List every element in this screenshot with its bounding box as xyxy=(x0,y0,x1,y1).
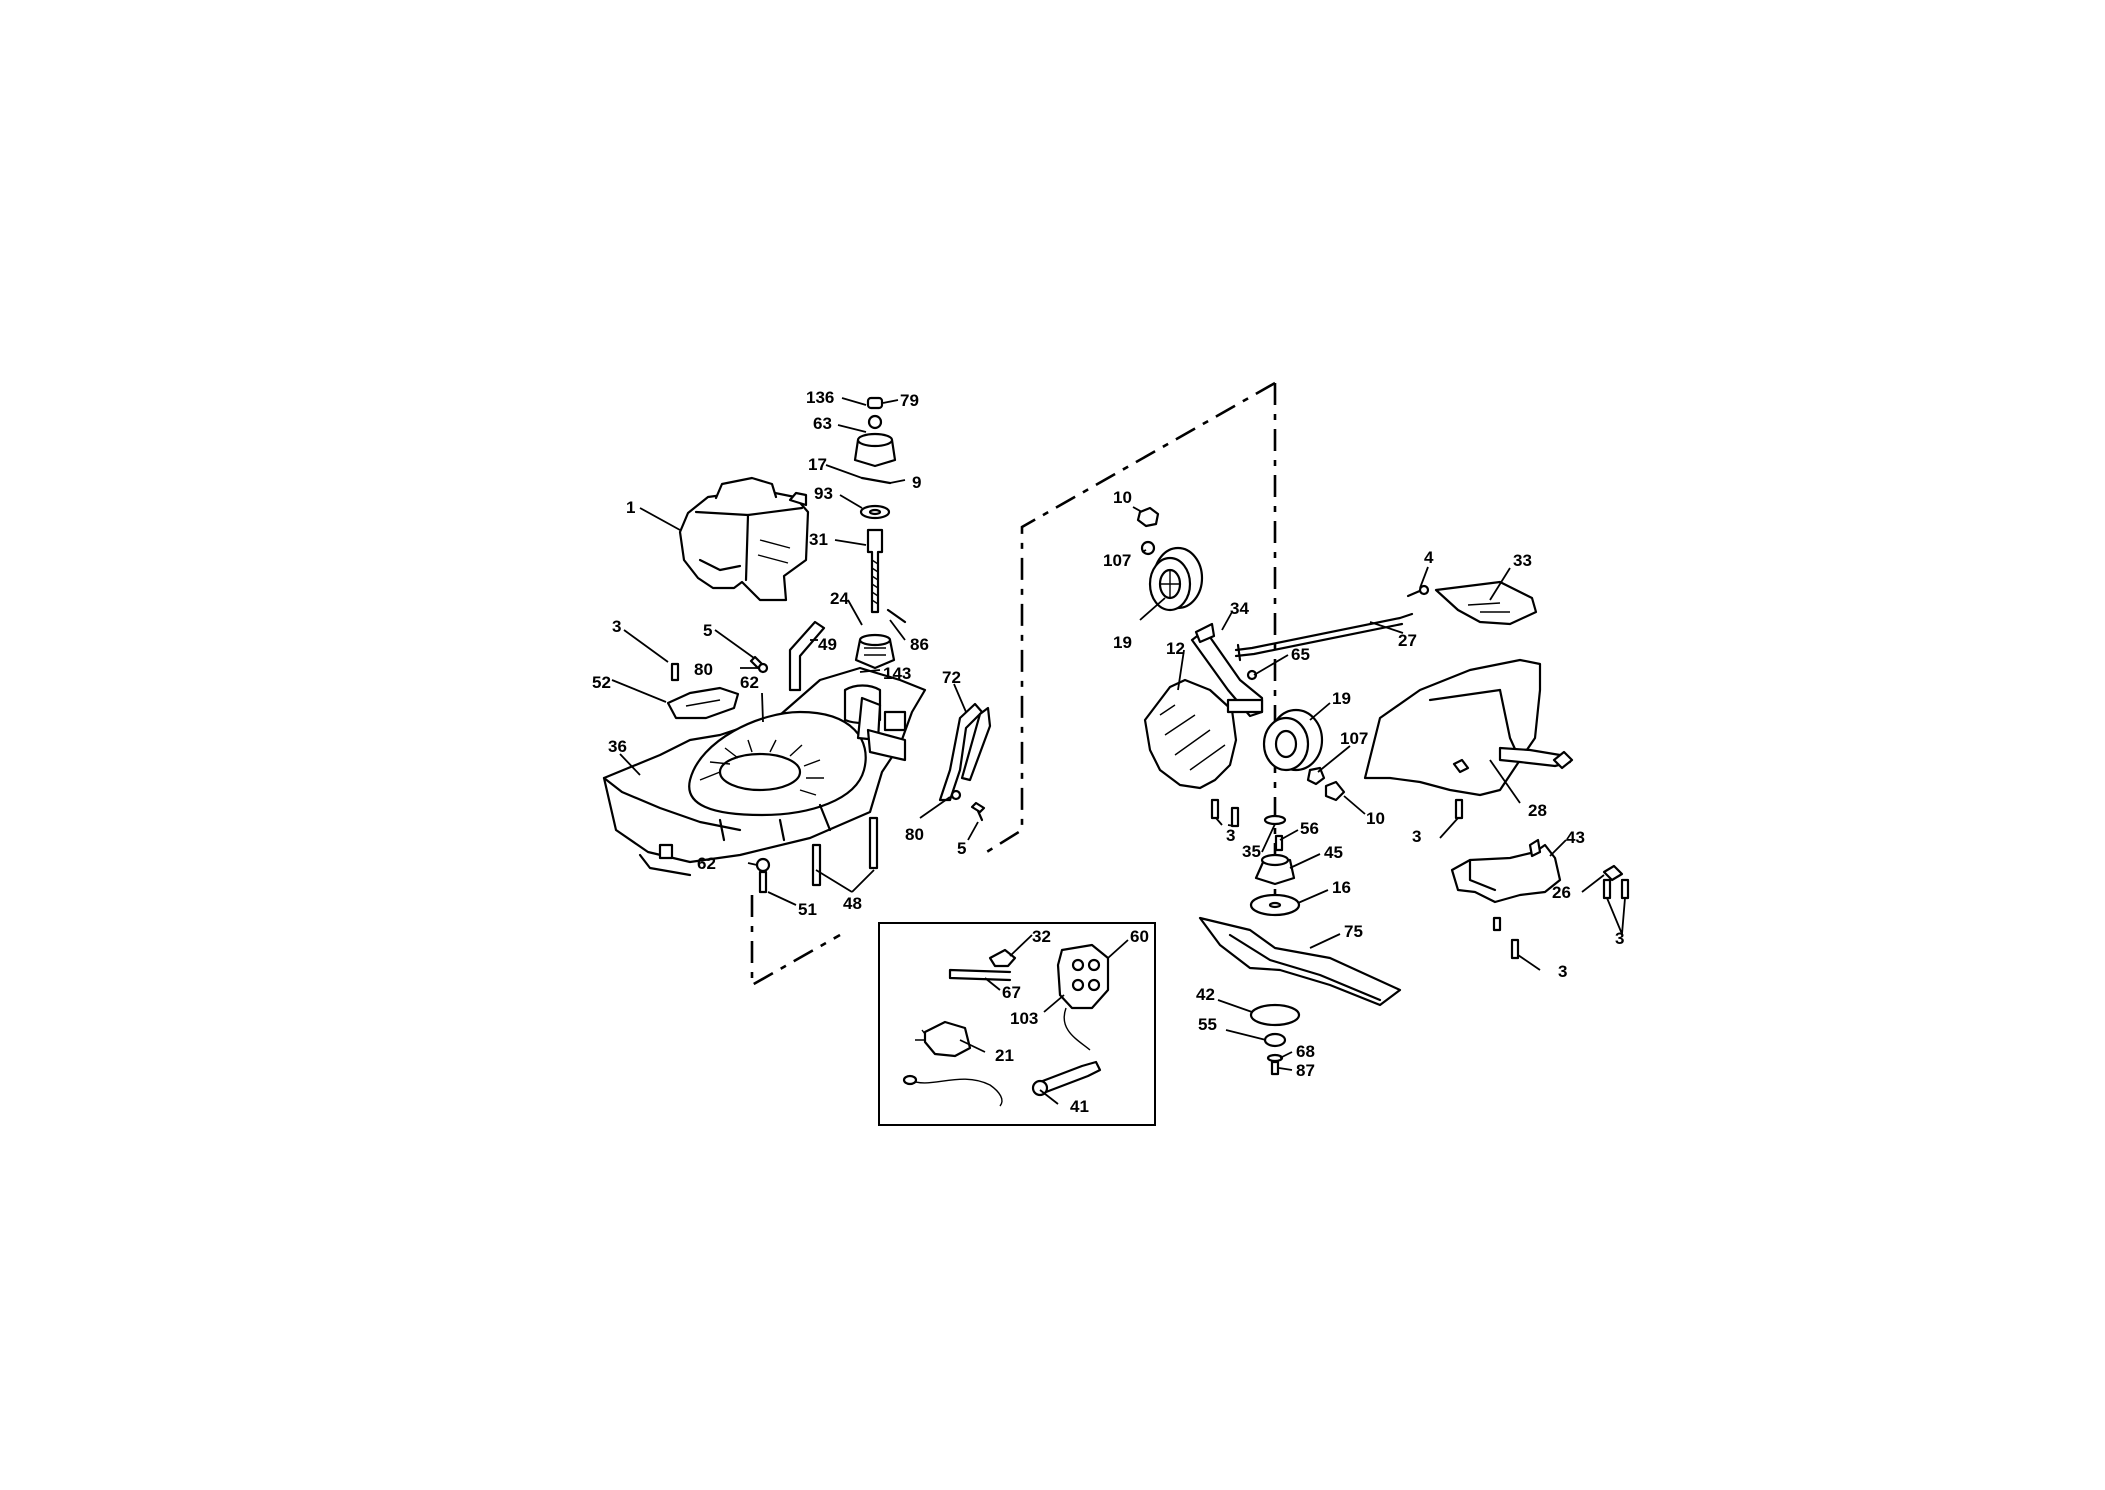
callout-10-lower: 10 xyxy=(1366,809,1385,828)
callout-3-bottom: 3 xyxy=(1558,962,1567,981)
callout-24: 24 xyxy=(830,589,849,608)
callout-43: 43 xyxy=(1566,828,1585,847)
lower-bracket xyxy=(1450,838,1624,932)
callout-67: 67 xyxy=(1002,983,1021,1002)
callout-19-upper: 19 xyxy=(1113,633,1132,652)
callout-107-upper: 107 xyxy=(1103,551,1131,570)
callout-86: 86 xyxy=(910,635,929,654)
mower-deck xyxy=(602,666,927,877)
callout-65: 65 xyxy=(1291,645,1310,664)
callout-4: 4 xyxy=(1424,548,1434,567)
callout-60: 60 xyxy=(1130,927,1149,946)
callout-68: 68 xyxy=(1296,1042,1315,1061)
callout-28: 28 xyxy=(1528,801,1547,820)
callout-42: 42 xyxy=(1196,985,1215,1004)
callout-33: 33 xyxy=(1513,551,1532,570)
callout-72: 72 xyxy=(942,668,961,687)
callout-41: 41 xyxy=(1070,1097,1089,1116)
callout-26: 26 xyxy=(1552,883,1571,902)
callout-51: 51 xyxy=(798,900,817,919)
accessories-inset xyxy=(878,922,1156,1126)
callout-19-lower: 19 xyxy=(1332,689,1351,708)
callout-63: 63 xyxy=(813,414,832,433)
callout-17: 17 xyxy=(808,455,827,474)
callout-10-upper: 10 xyxy=(1113,488,1132,507)
callout-31: 31 xyxy=(809,530,828,549)
callout-62-upper: 62 xyxy=(740,673,759,692)
callout-3-far-right: 3 xyxy=(1615,929,1624,948)
callout-5-upper: 5 xyxy=(703,621,712,640)
engine xyxy=(678,476,810,602)
callout-52: 52 xyxy=(592,673,611,692)
callout-1: 1 xyxy=(626,498,635,517)
callout-34: 34 xyxy=(1230,599,1249,618)
leader-lines xyxy=(611,397,1626,1105)
callout-36: 36 xyxy=(608,737,627,756)
handle-brackets xyxy=(788,620,992,887)
callout-27: 27 xyxy=(1398,631,1417,650)
callout-labels: 136 79 63 17 9 93 1 31 24 86 3 5 49 80 5… xyxy=(592,388,1624,1116)
callout-107-lower: 107 xyxy=(1340,729,1368,748)
callout-75: 75 xyxy=(1344,922,1363,941)
height-adjuster xyxy=(1143,622,1264,790)
callout-79: 79 xyxy=(900,391,919,410)
callout-136: 136 xyxy=(806,388,834,407)
control-rod xyxy=(1234,584,1430,662)
left-hardware xyxy=(666,655,986,894)
rear-flap xyxy=(1434,580,1538,626)
callout-103: 103 xyxy=(1010,1009,1038,1028)
screws xyxy=(1210,798,1630,960)
callout-56: 56 xyxy=(1300,819,1319,838)
callout-80-upper: 80 xyxy=(694,660,713,679)
callout-3-left: 3 xyxy=(612,617,621,636)
callout-55: 55 xyxy=(1198,1015,1217,1034)
callout-3-right: 3 xyxy=(1412,827,1421,846)
callout-16: 16 xyxy=(1332,878,1351,897)
callout-93: 93 xyxy=(814,484,833,503)
assembly-dash-lines xyxy=(750,381,1277,988)
callout-9: 9 xyxy=(912,473,921,492)
callout-35: 35 xyxy=(1242,842,1261,861)
callout-12: 12 xyxy=(1166,639,1185,658)
callout-62-lower: 62 xyxy=(697,854,716,873)
callout-143: 143 xyxy=(883,664,911,683)
callout-21: 21 xyxy=(995,1046,1014,1065)
callout-49: 49 xyxy=(818,635,837,654)
callout-32: 32 xyxy=(1032,927,1051,946)
shaft-stack xyxy=(853,396,907,670)
callout-3-mid: 3 xyxy=(1226,826,1235,845)
callout-48: 48 xyxy=(843,894,862,913)
blade-stack xyxy=(1198,814,1402,1076)
callout-5-lower: 5 xyxy=(957,839,966,858)
callout-87: 87 xyxy=(1296,1061,1315,1080)
wheels xyxy=(1136,506,1346,802)
callout-80-lower: 80 xyxy=(905,825,924,844)
callout-45: 45 xyxy=(1324,843,1343,862)
chute-housing xyxy=(1363,658,1574,797)
